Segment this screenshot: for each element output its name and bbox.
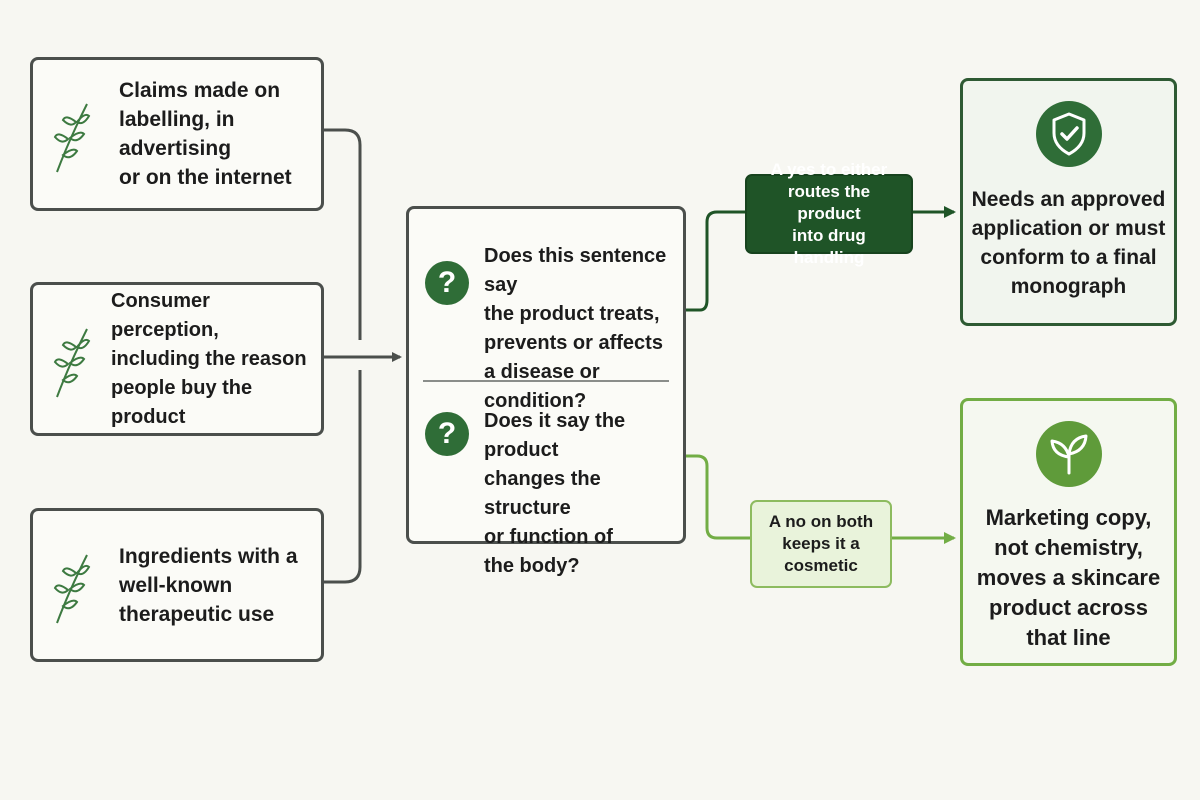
- outcome-line: not chemistry,: [994, 535, 1143, 560]
- connector-ingredients: [324, 370, 362, 584]
- outcome-drug-text: Needs an approved application or must co…: [969, 185, 1168, 301]
- input-line: Consumer perception,: [111, 289, 219, 341]
- outcome-line: moves a skincare: [976, 565, 1161, 590]
- no-label: A no on both keeps it a cosmetic: [750, 500, 892, 588]
- question-line: the body?: [484, 555, 580, 577]
- question-mark-icon: ?: [425, 261, 469, 305]
- input-line: Ingredients with a: [119, 544, 298, 568]
- input-line: well-known: [119, 573, 233, 597]
- connector-claims: [324, 128, 362, 340]
- connector-yes: [686, 210, 745, 312]
- question-box: ? Does this sentence say the product tre…: [406, 206, 686, 577]
- no-label-line: A no on both: [768, 512, 874, 531]
- outcome-line: product across: [989, 595, 1148, 620]
- yes-label-line: A yes to either: [770, 160, 888, 179]
- input-box-claims: Claims made on labelling, in advertising…: [30, 57, 324, 211]
- yes-label: A yes to either routes the product into …: [745, 160, 913, 267]
- outcome-line: monograph: [1010, 275, 1127, 298]
- input-line: or on the internet: [119, 166, 292, 189]
- leaf-icon: [53, 554, 91, 624]
- shield-check-icon: [1035, 101, 1102, 167]
- outcome-drug-box: Needs an approved application or must co…: [960, 78, 1177, 326]
- input-line: labelling, in advertising: [119, 108, 235, 160]
- question-line: a disease or condition?: [484, 361, 600, 412]
- leaf-icon: [53, 103, 91, 173]
- outcome-line: that line: [1026, 625, 1111, 650]
- question-line: prevents or affects: [484, 332, 663, 354]
- outcome-cosmetic-box: Marketing copy, not chemistry, moves a s…: [960, 398, 1177, 666]
- input-line: therapeutic use: [119, 602, 275, 626]
- outcome-cosmetic-text: Marketing copy, not chemistry, moves a s…: [969, 503, 1168, 653]
- question-disease: Does this sentence say the product treat…: [484, 242, 677, 416]
- question-mark-icon: ?: [425, 412, 469, 456]
- outcome-line: Marketing copy,: [985, 505, 1152, 530]
- question-divider: [423, 380, 669, 382]
- question-line: Does this sentence say: [484, 245, 667, 296]
- question-line: Does it say the product: [484, 410, 626, 461]
- input-line: people buy the product: [111, 376, 253, 428]
- input-line: including the reason: [111, 347, 307, 370]
- outcome-line: Needs an approved: [971, 188, 1166, 211]
- question-structure-function: Does it say the product changes the stru…: [484, 407, 677, 581]
- connector-no: [686, 454, 750, 540]
- input-line: Claims made on: [119, 79, 281, 102]
- no-label-line: keeps it a: [782, 534, 860, 553]
- question-line: the product treats,: [484, 303, 660, 325]
- yes-label-line: routes the product: [787, 182, 871, 223]
- input-box-perception: Consumer perception, including the reaso…: [30, 282, 324, 436]
- sprout-icon: [1035, 421, 1102, 487]
- outcome-line: conform to a final: [980, 246, 1157, 269]
- leaf-icon: [53, 328, 91, 398]
- question-line: changes the structure: [484, 468, 601, 519]
- no-label-line: cosmetic: [784, 556, 858, 575]
- question-line: or function of: [484, 526, 613, 548]
- outcome-line: application or must: [971, 217, 1166, 240]
- input-box-ingredients: Ingredients with a well-known therapeuti…: [30, 508, 324, 662]
- yes-label-line: into drug handling: [792, 226, 866, 267]
